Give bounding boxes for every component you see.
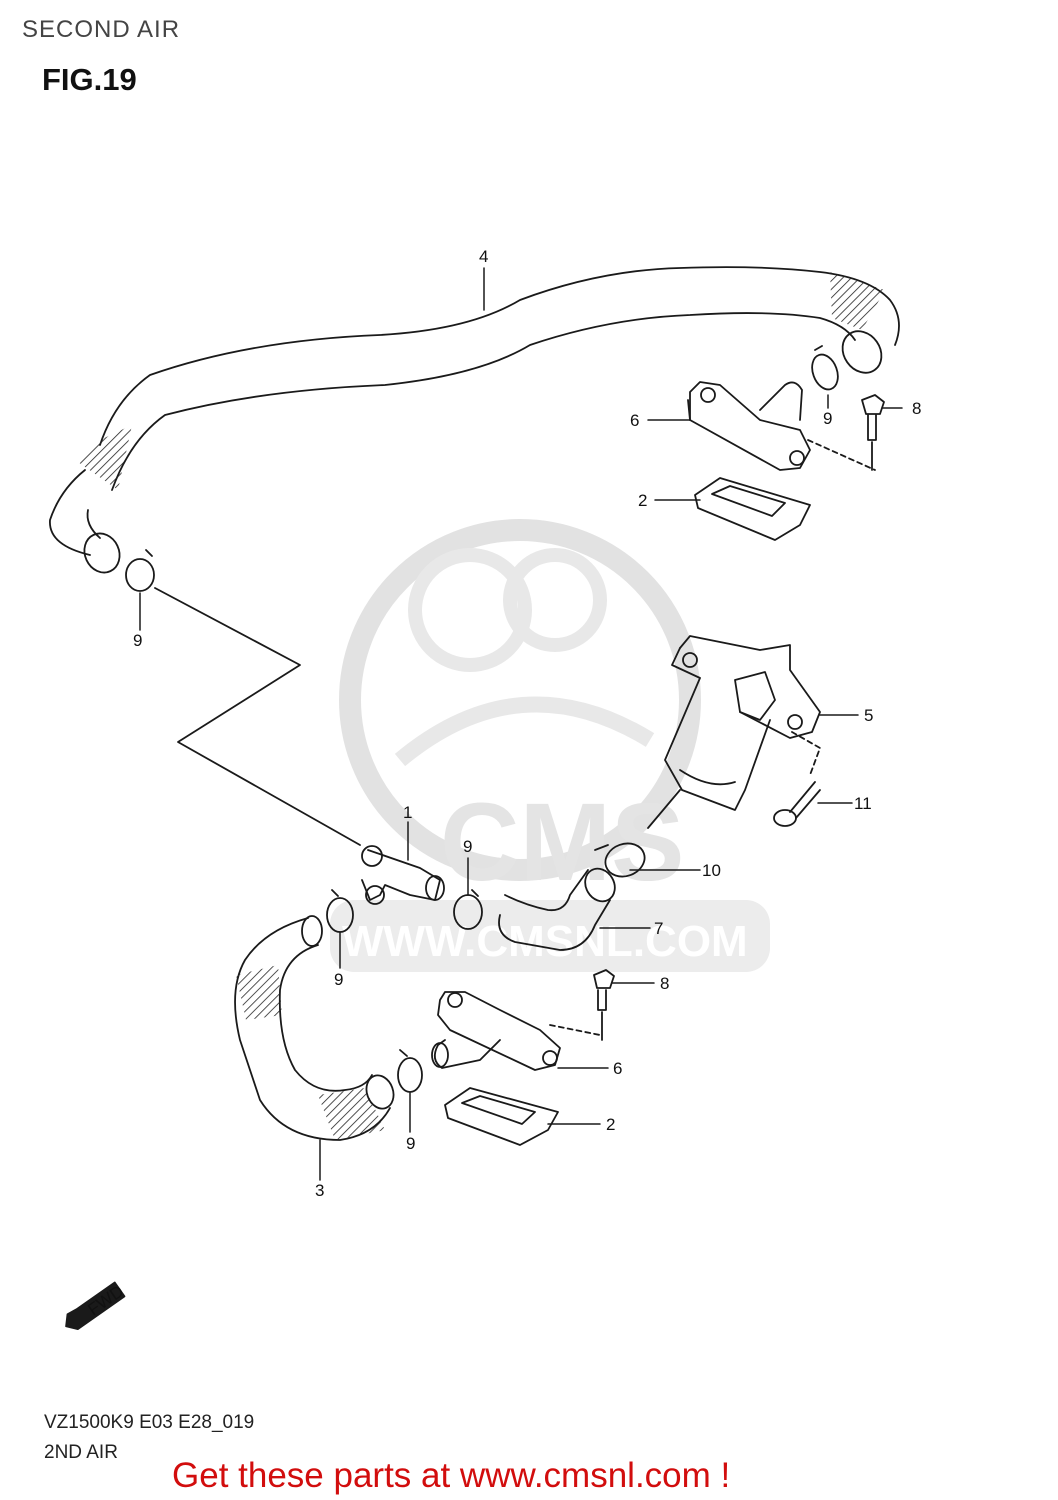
clamp-part-9-e [397, 1049, 423, 1093]
part-label-10: 10 [702, 861, 721, 880]
part-label-11: 11 [854, 794, 872, 813]
joint-tee-part-1 [361, 845, 445, 905]
part-label-2-upper: 2 [638, 491, 647, 510]
reed-valve-cover-upper-part-6 [687, 381, 876, 471]
promo-link[interactable]: Get these parts at www.cmsnl.com ! [172, 1456, 731, 1495]
part-label-4: 4 [479, 247, 488, 266]
fwd-arrow-icon [65, 1281, 126, 1330]
part-label-3: 3 [315, 1181, 324, 1200]
hose-clip-part-10 [594, 789, 681, 878]
part-label-9-upper: 9 [823, 409, 832, 428]
part-label-6-upper: 6 [630, 411, 639, 430]
fwd-label: FWD [84, 1281, 127, 1319]
part-label-9-lower-left: 9 [334, 970, 343, 989]
bolt-lower-part-8 [593, 969, 615, 1041]
part-label-6-lower: 6 [613, 1059, 622, 1078]
part-label-5: 5 [864, 706, 873, 725]
part-label-2-lower: 2 [606, 1115, 615, 1134]
part-label-7: 7 [654, 919, 663, 938]
part-label-8-upper: 8 [912, 399, 921, 418]
watermark-brand: CMS [440, 781, 684, 904]
figure-number: FIG.19 [42, 62, 137, 97]
section-code: 2ND AIR [44, 1442, 118, 1463]
part-label-9-left: 9 [133, 631, 142, 650]
reed-valve-cover-lower-part-6 [431, 991, 601, 1071]
model-code: VZ1500K9 E03 E28_019 [44, 1412, 255, 1433]
hose-upper-part-4 [49, 266, 900, 574]
reference-line-left [154, 587, 361, 846]
watermark-logo: CMS WWW.CMSNL.COM [330, 519, 770, 972]
part-label-9-center: 9 [463, 837, 472, 856]
clamp-part-9-b [125, 549, 155, 592]
hose-lower-part-3 [234, 915, 395, 1141]
watermark-url: WWW.CMSNL.COM [342, 917, 748, 966]
bolt-upper-part-8 [861, 394, 885, 471]
part-label-8-lower: 8 [660, 974, 669, 993]
hose-short-part-7 [498, 867, 616, 951]
section-title: SECOND AIR [22, 16, 181, 43]
clamp-part-9-a [811, 345, 839, 391]
leader-lines [139, 267, 903, 1181]
part-label-1: 1 [403, 803, 412, 822]
screw-part-11 [773, 781, 821, 827]
reed-valve-upper-part-2 [694, 477, 811, 541]
part-label-9-lower: 9 [406, 1134, 415, 1153]
reed-valve-lower-part-2 [444, 1087, 559, 1146]
pair-control-valve-part-5 [664, 635, 821, 811]
